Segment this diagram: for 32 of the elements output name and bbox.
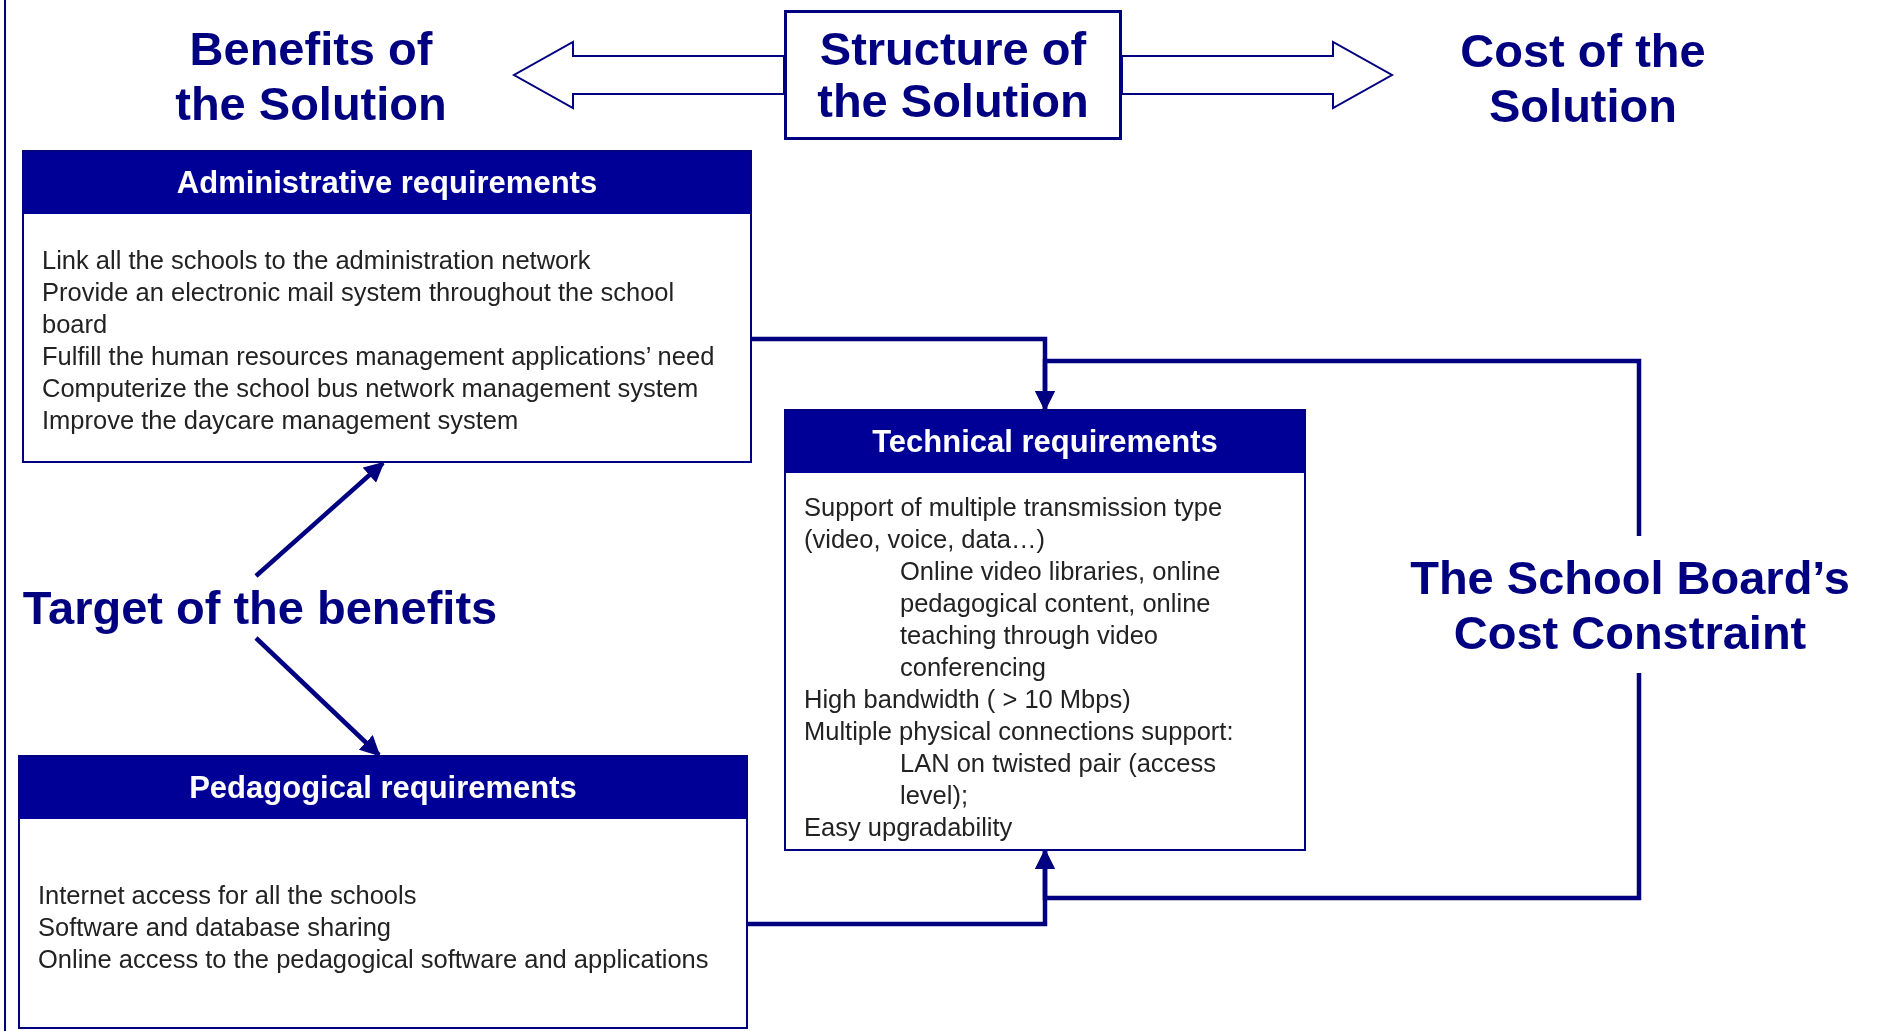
- requirement-text: Support of multiple transmission type (video, voice, data…): [804, 492, 1224, 555]
- hollow-arrow: [511, 40, 785, 110]
- requirement-text: Provide an electronic mail system throughout the school board: [42, 277, 676, 340]
- requirements-card: [22, 150, 752, 463]
- requirements-card: [784, 409, 1306, 851]
- requirement-text: Online access to the pedagogical software and applications: [38, 944, 710, 975]
- card-header: Administrative requirements: [24, 152, 750, 214]
- arrow: [1034, 673, 1642, 901]
- requirements-card: [18, 755, 748, 1029]
- requirement-text: Online video libraries, online pedagogical content, online teaching through video conferencing: [899, 556, 1222, 683]
- requirement-text: High bandwidth ( > 10 Mbps): [804, 684, 1132, 715]
- heading-text: Cost of the Solution: [1459, 22, 1707, 133]
- title-box: [784, 10, 1122, 140]
- arrow: [254, 461, 385, 578]
- requirement-text: Multiple physical connections support:: [804, 716, 1235, 747]
- card-header: Technical requirements: [786, 411, 1304, 473]
- requirement-text: LAN on twisted pair (access level);: [899, 748, 1218, 811]
- card-header: Pedagogical requirements: [20, 757, 746, 819]
- requirement-text: Link all the schools to the administration network: [42, 245, 592, 276]
- requirement-text: Improve the daycare management system: [42, 405, 520, 436]
- hollow-arrow: [1121, 40, 1395, 110]
- heading-text: The School Board’s Cost Constraint: [1409, 549, 1851, 660]
- heading-text: Structure of the Solution: [816, 23, 1090, 127]
- requirement-text: Software and database sharing: [38, 912, 392, 943]
- heading-text: Benefits of the Solution: [174, 20, 448, 131]
- arrow: [254, 636, 381, 757]
- requirement-text: Computerize the school bus network management system: [42, 373, 700, 404]
- requirement-text: Internet access for all the schools: [38, 880, 418, 911]
- arrow: [1034, 358, 1642, 536]
- heading-text: Target of the benefits: [21, 579, 499, 635]
- requirement-text: Fulfill the human resources management applications’ need: [42, 341, 716, 372]
- requirement-text: Easy upgradability: [804, 812, 1014, 843]
